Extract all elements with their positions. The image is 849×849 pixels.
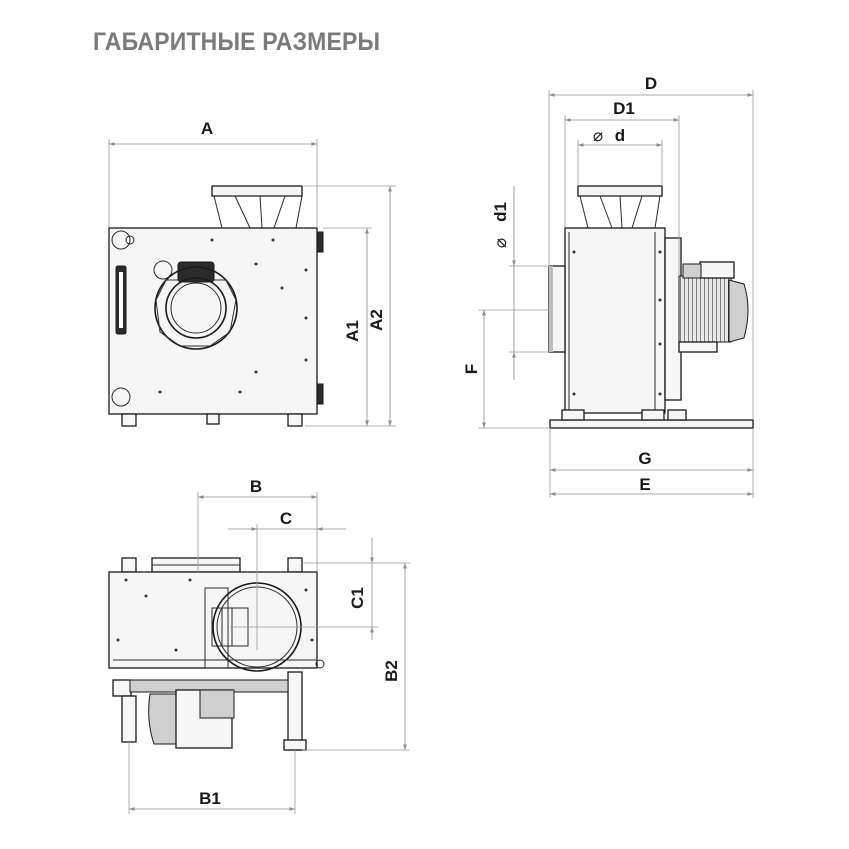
label-B1: B1: [199, 789, 221, 808]
label-B2: B2: [382, 660, 401, 682]
front-lifting-eye-bottom: [111, 387, 131, 407]
label-d: d: [615, 126, 625, 145]
top-leg-right: [287, 671, 303, 751]
top-motor-fan-cover: [148, 693, 177, 745]
side-motor-fan-cover: [728, 279, 749, 343]
top-view: [108, 557, 325, 751]
label-C1: C1: [348, 587, 367, 609]
label-diameter-symbol-d1: ⌀: [491, 238, 510, 248]
label-F: F: [462, 364, 481, 374]
front-foot-middle: [206, 413, 220, 425]
label-C: C: [280, 509, 292, 528]
top-leg-left: [121, 695, 137, 743]
side-motor-body: [678, 275, 732, 343]
label-A1: A1: [343, 320, 362, 342]
label-d1: d1: [491, 202, 510, 222]
side-dimensions: D D1 ⌀ d ⌀ d1 F G E: [462, 74, 754, 498]
label-D: D: [645, 74, 657, 93]
front-flange-top: [316, 231, 324, 253]
side-housing: [564, 227, 666, 414]
front-motor-face: [165, 277, 227, 339]
side-terminal-box: [699, 261, 735, 279]
side-inlet-collar: [577, 185, 663, 197]
front-terminal-box: [177, 261, 215, 283]
label-diameter-symbol-d: ⌀: [593, 126, 603, 145]
label-D1: D1: [613, 99, 635, 118]
label-A: A: [201, 119, 213, 138]
front-inlet-collar: [211, 185, 303, 197]
front-foot-left: [121, 413, 137, 427]
front-dimensions: A A1 A2: [108, 119, 396, 427]
front-view: [108, 185, 324, 427]
page-title: ГАБАРИТНЫЕ РАЗМЕРЫ: [93, 28, 381, 56]
side-view: [548, 185, 754, 429]
front-motor-outer-ring: [154, 266, 238, 350]
front-foot-right: [287, 413, 303, 427]
top-dimensions: B C C1 B2 B1: [128, 477, 410, 814]
front-lifting-eye-top: [111, 230, 131, 250]
front-flange-bottom: [316, 383, 324, 405]
front-housing: [108, 227, 318, 415]
side-base-frame: [549, 419, 754, 429]
label-E: E: [639, 475, 650, 494]
front-inlet-transition: [213, 195, 303, 229]
label-A2: A2: [367, 309, 386, 331]
label-G: G: [638, 449, 651, 468]
label-B: B: [250, 477, 262, 496]
